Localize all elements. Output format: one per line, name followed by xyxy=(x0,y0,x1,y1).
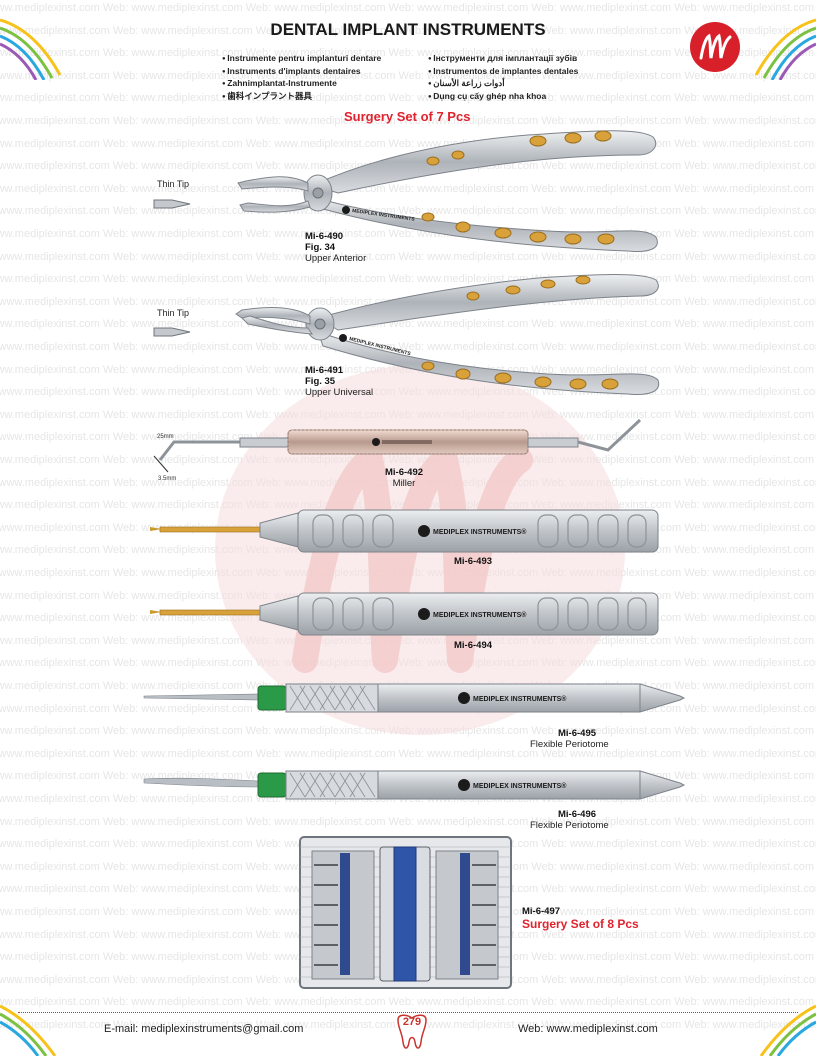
product-label-495: Mi-6-495 Flexible Periotome xyxy=(530,728,609,750)
language-item: Zahnimplantat-Instrumente xyxy=(222,78,381,91)
dimension-label: 25mm xyxy=(157,434,174,440)
set-title-top: Surgery Set of 7 Pcs xyxy=(344,109,471,124)
dimension-label: 3.5mm xyxy=(158,476,177,482)
product-desc: Miller xyxy=(392,478,416,489)
watermark-row: Web: www.mediplexinst.com Web: www.medip… xyxy=(0,2,815,14)
product-fig: Fig. 35 xyxy=(305,376,336,387)
sterilization-cassette-image xyxy=(299,836,512,989)
watermark-row: Web: www.mediplexinst.com Web: www.medip… xyxy=(0,182,815,195)
svg-text:MEDIPLEX INSTRUMENTS®: MEDIPLEX INSTRUMENTS® xyxy=(433,611,527,619)
thin-tip-detail-icon xyxy=(153,327,191,337)
product-desc: Upper Universal xyxy=(305,387,374,398)
rainbow-corner-icon xyxy=(754,18,816,80)
page-title: DENTAL IMPLANT INSTRUMENTS xyxy=(270,20,546,39)
thin-tip-label: Thin Tip xyxy=(157,179,190,189)
product-code: Mi-6-495 xyxy=(558,728,597,739)
footer-email: E-mail: mediplexinstruments@gmail.com xyxy=(104,1023,304,1035)
footer-web: Web: www.mediplexinst.com xyxy=(518,1023,658,1035)
miller-curette-image xyxy=(153,418,642,473)
product-fig: Fig. 34 xyxy=(305,242,336,253)
thin-tip-label: Thin Tip xyxy=(157,308,190,318)
set-title-bottom: Surgery Set of 8 Pcs xyxy=(522,917,639,931)
language-item: Dụng cụ cấy ghép nha khoa xyxy=(428,91,578,104)
product-code: Mi-6-496 xyxy=(558,809,597,820)
watermark-row: Web: www.mediplexinst.com Web: www.medip… xyxy=(0,250,816,263)
flexible-periotome-image: MEDIPLEX INSTRUMENTS® xyxy=(143,770,686,800)
product-code: Mi-6-494 xyxy=(454,640,493,651)
product-desc: Flexible Periotome xyxy=(530,739,609,750)
tooth-icon xyxy=(397,1014,427,1049)
footer-divider xyxy=(18,1012,798,1013)
implant-handle-instrument-image: MEDIPLEX INSTRUMENTS® xyxy=(150,509,659,553)
product-label-492: Mi-6-492 Miller xyxy=(385,467,423,489)
watermark-row: Web: www.mediplexinst.com Web: www.medip… xyxy=(0,115,816,127)
watermark-row: Web: www.mediplexinst.com Web: www.medip… xyxy=(0,996,815,1009)
language-list-right: Інструменти для імплантації зубів Instru… xyxy=(428,53,578,103)
flexible-periotome-image: MEDIPLEX INSTRUMENTS® xyxy=(143,683,686,713)
svg-text:MEDIPLEX INSTRUMENTS®: MEDIPLEX INSTRUMENTS® xyxy=(433,528,527,536)
product-label-497: Mi-6-497 Surgery Set of 8 Pcs xyxy=(522,906,639,931)
watermark-row: Web: www.mediplexinst.com Web: www.medip… xyxy=(0,205,816,218)
watermark-row: Web: www.mediplexinst.com Web: www.medip… xyxy=(0,747,816,760)
svg-text:MEDIPLEX INSTRUMENTS®: MEDIPLEX INSTRUMENTS® xyxy=(473,695,567,703)
watermark-row: Web: www.mediplexinst.com Web: www.medip… xyxy=(0,815,815,828)
forceps-upper-universal-image: MEDIPLEX INSTRUMENTS xyxy=(235,274,660,395)
mediplex-logo-icon xyxy=(690,22,740,72)
language-item: Інструменти для імплантації зубів xyxy=(428,53,578,66)
language-item: Instrumente pentru implanturi dentare xyxy=(222,53,381,66)
language-item: Instruments d'implants dentaires xyxy=(222,66,381,79)
product-code: Mi-6-492 xyxy=(385,467,424,478)
svg-text:MEDIPLEX INSTRUMENTS®: MEDIPLEX INSTRUMENTS® xyxy=(473,782,567,790)
product-desc: Flexible Periotome xyxy=(530,820,609,831)
product-code: Mi-6-491 xyxy=(305,365,344,376)
watermark-row: Web: www.mediplexinst.com Web: www.medip… xyxy=(0,92,815,105)
product-desc: Upper Anterior xyxy=(305,253,367,264)
watermark-row: Web: www.mediplexinst.com Web: www.medip… xyxy=(0,341,816,353)
page-number: 279 xyxy=(402,1016,422,1028)
product-label-496: Mi-6-496 Flexible Periotome xyxy=(530,809,609,831)
watermark-row: Web: www.mediplexinst.com Web: www.medip… xyxy=(0,69,816,82)
product-code: Mi-6-497 xyxy=(522,906,561,917)
rainbow-corner-icon xyxy=(0,1004,57,1056)
watermark-row: Web: www.mediplexinst.com Web: www.medip… xyxy=(0,318,815,331)
forceps-upper-anterior-image: MEDIPLEX INSTRUMENTS xyxy=(237,130,658,252)
language-item: Instrumentos de implantes dentales xyxy=(428,66,578,79)
implant-handle-instrument-image: MEDIPLEX INSTRUMENTS® xyxy=(150,592,659,636)
product-code: Mi-6-493 xyxy=(454,556,493,567)
watermark-row: Web: www.mediplexinst.com Web: www.medip… xyxy=(0,24,816,37)
thin-tip-detail-icon xyxy=(153,199,191,209)
watermark-row: Web: www.mediplexinst.com Web: www.medip… xyxy=(0,47,815,60)
language-list-left: Instrumente pentru implanturi dentare In… xyxy=(222,53,381,103)
rainbow-corner-icon xyxy=(0,18,62,80)
rainbow-corner-icon xyxy=(759,1004,816,1056)
product-code: Mi-6-490 xyxy=(305,231,344,242)
language-item: أدوات زراعة الأسنان xyxy=(428,78,578,91)
product-label-490: Mi-6-490 Fig. 34 Upper Anterior xyxy=(305,231,366,264)
product-label-491: Mi-6-491 Fig. 35 Upper Universal xyxy=(305,365,373,398)
language-item: 歯科インプラント器具 xyxy=(222,91,381,104)
